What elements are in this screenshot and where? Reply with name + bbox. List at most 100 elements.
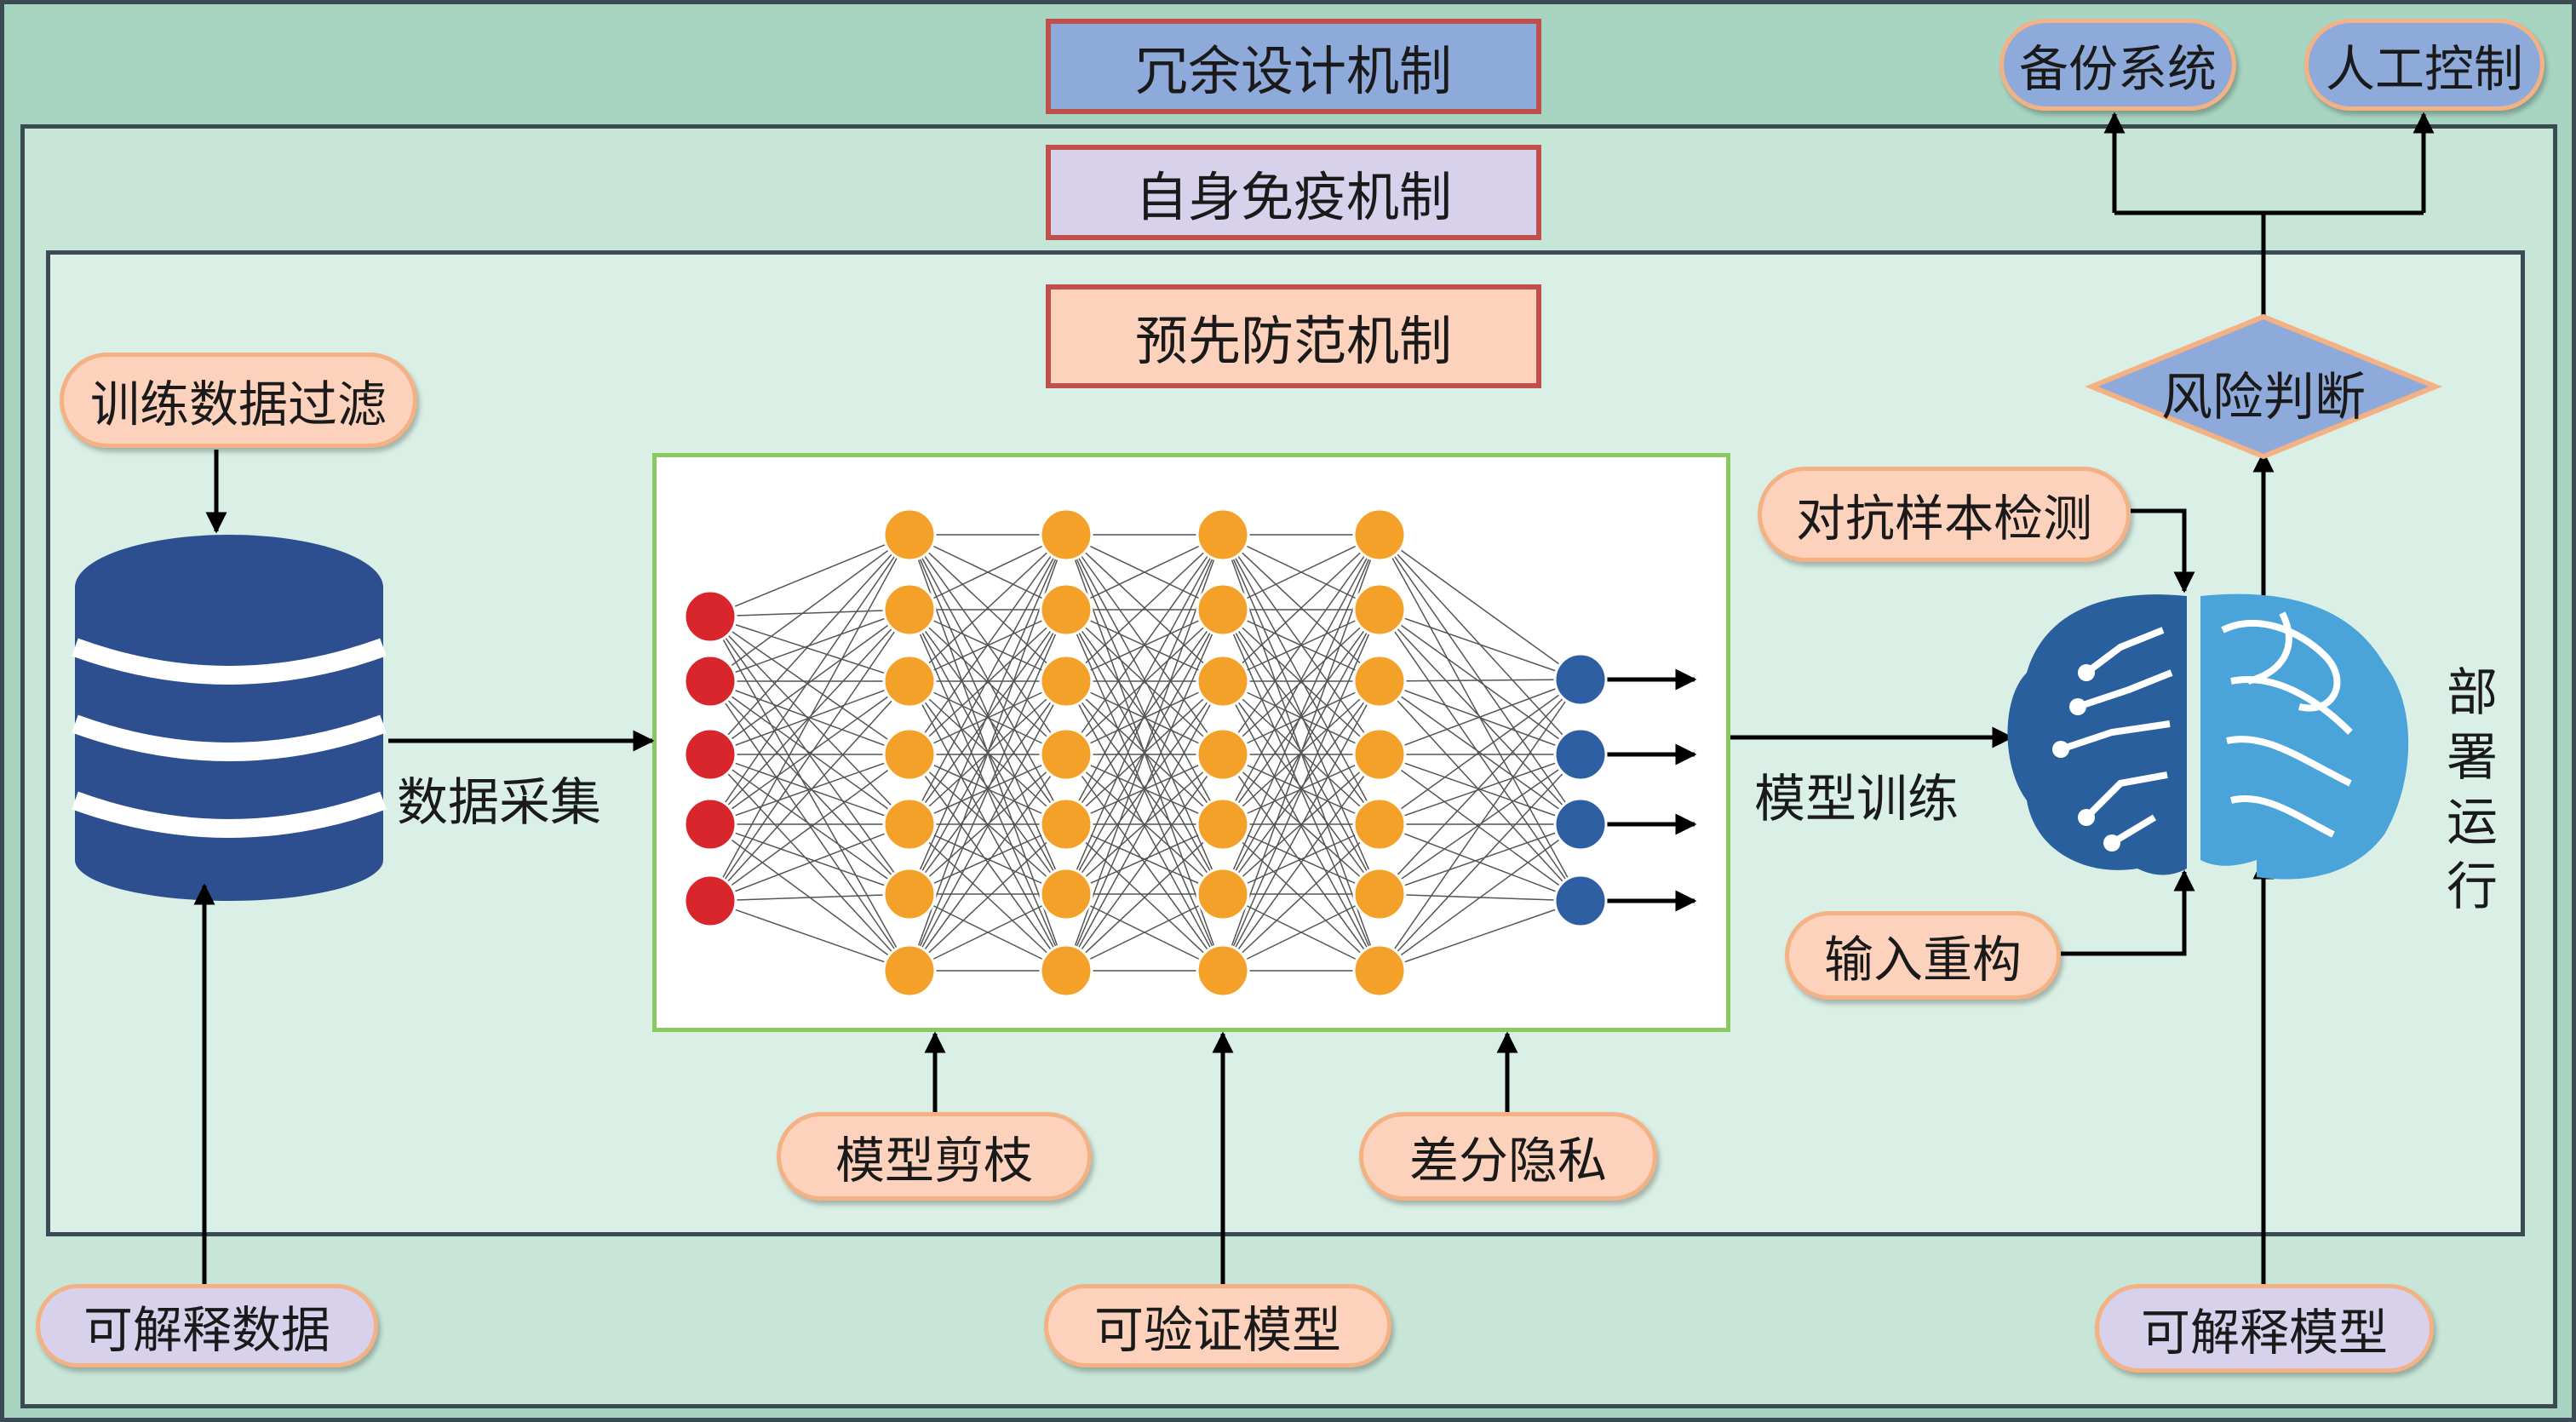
nn-edge: [709, 534, 910, 682]
nn-edge: [709, 616, 910, 825]
nn-node: [1196, 943, 1250, 998]
nn-node: [1196, 507, 1250, 562]
interpretable-model-node: 可解释模型: [2095, 1284, 2434, 1373]
nn-edge: [709, 823, 910, 902]
nn-edge: [1222, 534, 1380, 682]
nn-edge: [709, 616, 910, 755]
nn-edge: [709, 534, 910, 755]
nn-edge: [709, 680, 910, 972]
risk-diamond: [2085, 313, 2442, 460]
nn-node: [882, 654, 937, 708]
nn-edge: [1065, 534, 1224, 611]
nn-edge: [1379, 754, 1581, 972]
nn-node: [882, 507, 937, 562]
nn-edge: [909, 534, 1067, 895]
nn-edge: [1065, 823, 1224, 895]
nn-edge: [1065, 609, 1224, 755]
nn-node: [1553, 727, 1608, 782]
prevention-title: 预先防范机制: [1046, 284, 1541, 388]
data-collection-label: 数据采集: [397, 773, 601, 833]
nn-edge: [1065, 680, 1224, 972]
nn-edge: [1222, 534, 1380, 825]
nn-edge: [1222, 893, 1380, 972]
nn-edge: [709, 680, 910, 825]
nn-edge: [1065, 680, 1224, 895]
nn-edge: [709, 609, 910, 617]
nn-edge: [1379, 754, 1581, 902]
training-data-filter-node: 训练数据过滤: [60, 353, 417, 448]
nn-node: [1039, 582, 1093, 637]
nn-node: [1352, 654, 1407, 708]
nn-edge: [1222, 534, 1380, 755]
nn-node: [683, 589, 737, 644]
nn-edge: [1379, 680, 1581, 755]
nn-node: [1196, 654, 1250, 708]
nn-edge: [909, 609, 1067, 972]
nn-edge: [1222, 534, 1380, 895]
deploy-label: 部署运行: [2447, 663, 2498, 917]
nn-edge: [1065, 534, 1224, 825]
model-pruning-node: 模型剪枝: [777, 1112, 1092, 1201]
nn-edge: [1379, 680, 1581, 825]
nn-node: [1553, 874, 1608, 928]
nn-edge: [1379, 680, 1581, 902]
backup-system-node: 备份系统: [1999, 19, 2236, 111]
nn-edge: [1222, 609, 1380, 755]
nn-edge: [1065, 609, 1224, 825]
nn-edge: [1379, 900, 1581, 972]
nn-edge: [709, 534, 910, 825]
nn-node: [683, 727, 737, 782]
nn-edge: [709, 823, 910, 895]
nn-edge: [909, 534, 1067, 755]
nn-edge: [709, 900, 910, 972]
nn-node: [882, 582, 937, 637]
adversarial-detection-node: 对抗样本检测: [1758, 467, 2131, 562]
nn-node: [1196, 797, 1250, 851]
nn-edge: [909, 534, 1067, 682]
nn-edge: [1379, 679, 1581, 895]
manual-control-node: 人工控制: [2304, 19, 2544, 111]
nn-edge: [1222, 534, 1380, 611]
nn-edge: [709, 893, 910, 902]
differential-privacy-node: 差分隐私: [1359, 1112, 1657, 1201]
nn-edge: [1222, 823, 1380, 972]
immunity-title: 自身免疫机制: [1046, 145, 1541, 240]
nn-node: [882, 727, 937, 782]
nn-node: [1039, 943, 1093, 998]
nn-edge: [709, 609, 910, 902]
nn-edge: [709, 680, 910, 902]
nn-node: [1352, 797, 1407, 851]
nn-edge: [709, 680, 910, 895]
brain-icon: [2007, 593, 2409, 880]
nn-node: [1039, 507, 1093, 562]
nn-node: [1196, 867, 1250, 921]
nn-edge: [1379, 679, 1581, 682]
nn-edge: [1065, 754, 1224, 972]
nn-edge: [1222, 823, 1380, 895]
nn-edge: [709, 616, 910, 972]
nn-edge: [1379, 823, 1581, 895]
nn-edge: [709, 754, 910, 825]
nn-edge: [1222, 680, 1380, 895]
nn-node: [1553, 797, 1608, 851]
verifiable-model-node: 可验证模型: [1044, 1284, 1391, 1368]
nn-edge: [1379, 679, 1581, 972]
nn-node: [683, 874, 737, 928]
nn-node: [1039, 867, 1093, 921]
nn-node: [1352, 943, 1407, 998]
nn-edge: [1065, 609, 1224, 972]
nn-edge: [909, 534, 1067, 611]
nn-node: [1039, 727, 1093, 782]
nn-edge: [1379, 679, 1581, 825]
model-training-label: 模型训练: [1754, 770, 1959, 829]
interpretable-data-node: 可解释数据: [36, 1284, 378, 1368]
nn-node: [1352, 582, 1407, 637]
nn-edge: [709, 754, 910, 902]
nn-edge: [709, 609, 910, 755]
nn-edge: [909, 609, 1067, 825]
nn-edge: [909, 754, 1067, 972]
redundancy-title: 冗余设计机制: [1046, 19, 1541, 114]
nn-edge: [909, 534, 1067, 825]
nn-edge: [909, 754, 1067, 895]
nn-edge: [909, 893, 1067, 972]
